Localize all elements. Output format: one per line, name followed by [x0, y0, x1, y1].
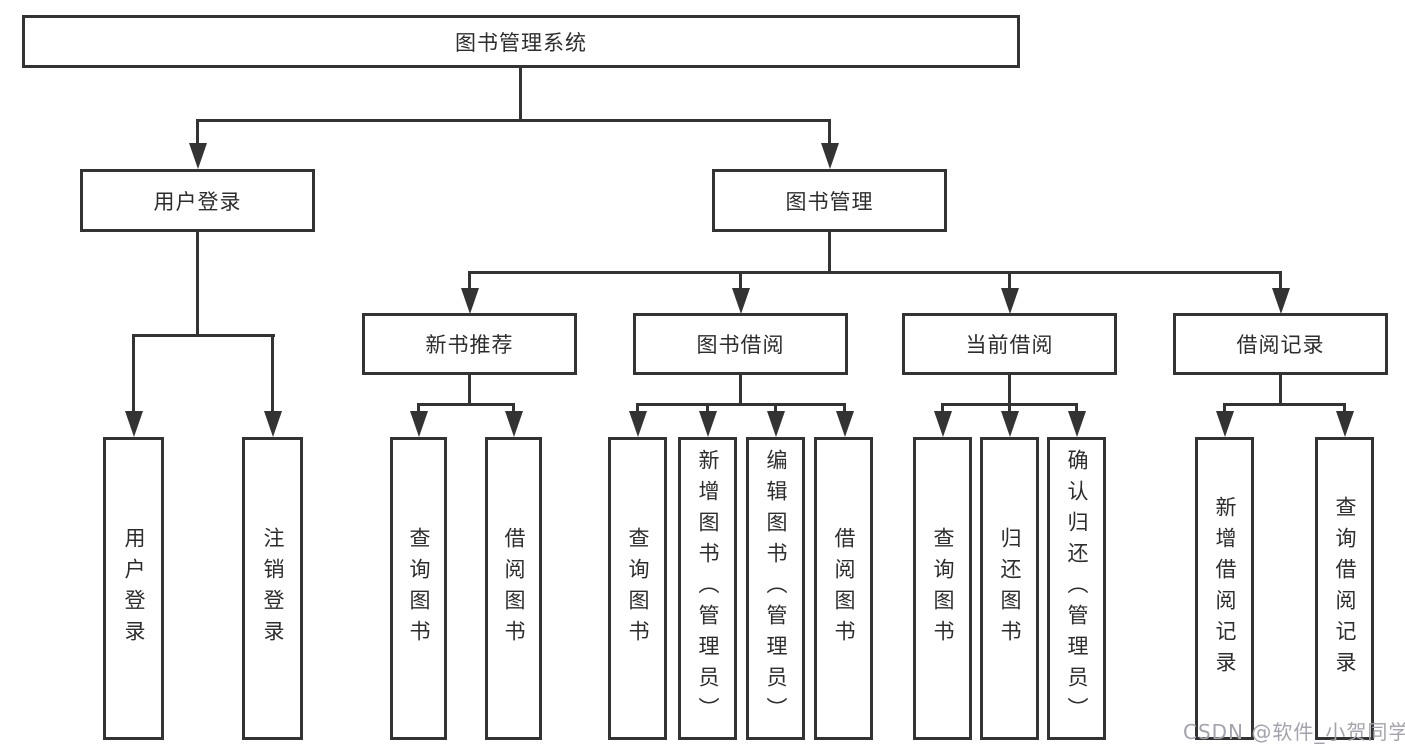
connector-line [1008, 373, 1011, 406]
arrowhead-icon [1001, 411, 1019, 437]
connector-line [468, 373, 471, 406]
leaf-label: 确认归还（管理员） [1065, 449, 1089, 728]
leaf-label: 查询借阅记录 [1333, 495, 1357, 682]
node-label: 图书借阅 [696, 333, 785, 357]
arrowhead-icon [629, 411, 647, 437]
leaf-query-books-recommend: 查询图书 [390, 437, 447, 740]
connector-line [636, 403, 639, 414]
connector-line [1223, 403, 1226, 414]
arrowhead-icon [1068, 411, 1086, 437]
connector-line [828, 119, 831, 147]
node-label: 图书管理系统 [455, 30, 587, 55]
leaf-borrow-books: 借阅图书 [814, 437, 873, 740]
connector-line [132, 334, 135, 412]
connector-line [417, 403, 515, 406]
connector-line [196, 119, 831, 122]
arrowhead-icon [1216, 411, 1234, 437]
arrowhead-icon [189, 143, 207, 169]
node-label: 用户登录 [153, 189, 242, 214]
arrowhead-icon [836, 411, 854, 437]
node-current-borrowing: 当前借阅 [902, 313, 1117, 375]
node-label: 当前借阅 [965, 333, 1054, 357]
connector-line [636, 403, 846, 406]
arrowhead-icon [1001, 288, 1019, 314]
connector-line [1008, 271, 1011, 292]
arrowhead-icon [934, 411, 952, 437]
connector-line [468, 271, 1282, 274]
csdn-watermark: CSDN @软件_小贺同学 [1183, 720, 1405, 744]
arrowhead-icon [410, 411, 428, 437]
arrowhead-icon [1272, 288, 1290, 314]
leaf-label: 查询图书 [626, 526, 650, 651]
connector-line [1279, 271, 1282, 292]
leaf-query-borrow-record: 查询借阅记录 [1315, 437, 1374, 740]
leaf-label: 借阅图书 [832, 526, 856, 651]
connector-line [739, 373, 742, 406]
arrowhead-icon [699, 411, 717, 437]
arrowhead-icon [505, 411, 523, 437]
node-library-management-system: 图书管理系统 [22, 15, 1020, 68]
arrowhead-icon [264, 411, 282, 437]
connector-line [1279, 373, 1282, 406]
leaf-add-books-admin: 新增图书（管理员） [678, 437, 737, 740]
node-book-borrowing: 图书借阅 [633, 313, 848, 375]
connector-line [941, 403, 944, 414]
connector-line [1075, 403, 1078, 414]
leaf-label: 查询图书 [931, 526, 955, 651]
leaf-label: 新增借阅记录 [1213, 495, 1237, 682]
connector-line [1223, 403, 1346, 406]
leaf-label: 编辑图书（管理员） [764, 449, 788, 728]
connector-line [519, 66, 522, 122]
leaf-label: 用户登录 [122, 526, 146, 651]
leaf-edit-books-admin: 编辑图书（管理员） [746, 437, 805, 740]
arrowhead-icon [821, 143, 839, 169]
leaf-label: 借阅图书 [502, 526, 526, 651]
leaf-label: 注销登录 [261, 526, 285, 651]
connector-line [828, 231, 831, 273]
leaf-borrow-books-recommend: 借阅图书 [485, 437, 542, 740]
connector-line [417, 403, 420, 414]
node-book-management: 图书管理 [712, 169, 947, 232]
node-label: 新书推荐 [425, 333, 514, 357]
arrowhead-icon [732, 288, 750, 314]
leaf-user-login: 用户登录 [103, 437, 164, 740]
connector-line [1343, 403, 1346, 414]
arrowhead-icon [767, 411, 785, 437]
connector-line [468, 271, 471, 292]
connector-line [196, 119, 199, 147]
connector-line [512, 403, 515, 414]
node-label: 借阅记录 [1236, 333, 1325, 357]
node-new-book-recommendation: 新书推荐 [362, 313, 577, 375]
leaf-label: 归还图书 [998, 526, 1022, 651]
arrowhead-icon [1336, 411, 1354, 437]
connector-line [132, 334, 275, 337]
arrowhead-icon [461, 288, 479, 314]
leaf-label: 新增图书（管理员） [696, 449, 720, 728]
leaf-logout: 注销登录 [242, 437, 303, 740]
node-borrowing-records: 借阅记录 [1173, 313, 1388, 375]
leaf-add-borrow-record: 新增借阅记录 [1195, 437, 1254, 740]
connector-line [1008, 403, 1011, 414]
connector-line [843, 403, 846, 414]
connector-line [739, 271, 742, 292]
arrowhead-icon [125, 411, 143, 437]
leaf-query-books-current: 查询图书 [913, 437, 972, 740]
connector-line [774, 403, 777, 414]
leaf-label: 查询图书 [407, 526, 431, 651]
connector-line [706, 403, 709, 414]
leaf-confirm-return-admin: 确认归还（管理员） [1047, 437, 1106, 740]
node-user-login: 用户登录 [80, 169, 315, 232]
leaf-query-books-borrow: 查询图书 [608, 437, 667, 740]
connector-line [196, 231, 199, 336]
node-label: 图书管理 [785, 189, 874, 214]
connector-line [271, 334, 274, 412]
leaf-return-books: 归还图书 [980, 437, 1039, 740]
